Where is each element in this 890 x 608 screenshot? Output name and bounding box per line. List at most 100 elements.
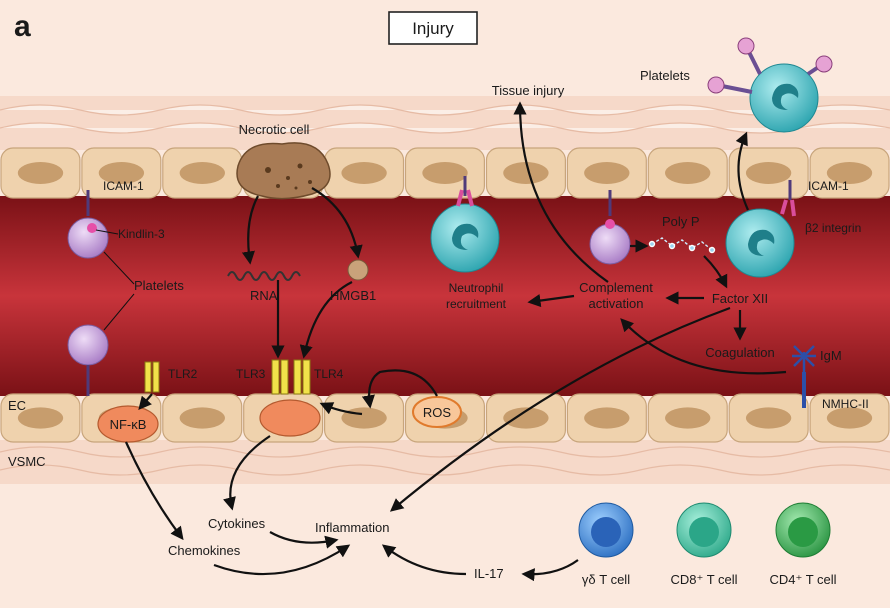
neutrophil-recruited — [430, 176, 500, 273]
arrow-polyp-factorxii — [703, 255, 728, 289]
endothelial-bottom-nucleus — [341, 407, 387, 429]
kindlin3-label: Kindlin-3 — [118, 227, 165, 241]
platelet-left-bottom — [67, 324, 109, 396]
endothelial-bottom-nucleus — [826, 407, 873, 429]
ros-bubble — [412, 396, 462, 428]
neutrophil-adherent — [725, 180, 796, 278]
arrow-igm-complement — [620, 318, 787, 375]
tlr3-label: TLR3 — [236, 367, 266, 381]
necrotic-debris — [265, 163, 312, 190]
gd-tcell-label: γδ T cell — [582, 572, 630, 587]
kindlin3-pointer — [95, 229, 119, 235]
poly-p-chain — [648, 237, 716, 254]
hmgb1-molecule — [347, 259, 369, 281]
platelet-polyp — [589, 190, 631, 265]
endothelial-bottom-nucleus — [584, 407, 630, 429]
platelets-pointer-top — [103, 251, 135, 285]
platelet-neutrophil-aggregate — [707, 37, 833, 133]
inflammation-label: Inflammation — [315, 520, 389, 535]
panel-label: a — [14, 10, 31, 43]
complement-label-2: activation — [589, 296, 644, 311]
gd-tcell — [578, 502, 634, 558]
tlr2-label: TLR2 — [168, 367, 198, 381]
neutrophil-label-1: Neutrophil — [449, 281, 504, 295]
neutrophil-label-2: recruitment — [446, 297, 507, 311]
tlr4-receptor — [293, 359, 311, 395]
endothelial-top-nucleus — [98, 162, 145, 184]
il17-label: IL-17 — [474, 566, 504, 581]
platelet-left-top — [67, 190, 109, 259]
endothelial-top-nucleus — [826, 162, 873, 184]
igm-antibody — [792, 345, 816, 372]
endothelial-top-nucleus — [665, 162, 711, 184]
endothelial-top-nucleus — [503, 162, 549, 184]
endothelial-bottom-nucleus — [179, 407, 225, 429]
tlr2-receptor — [144, 361, 160, 393]
arrow-necrotic-rna — [241, 195, 259, 265]
necrotic-cell — [236, 142, 331, 200]
endothelial-bottom-nucleus — [503, 407, 549, 429]
pathway-arrows — [124, 101, 787, 582]
igm-label: IgM — [820, 348, 842, 363]
cd8-tcell — [676, 502, 732, 558]
cytokines-label: Cytokines — [208, 516, 266, 531]
arrow-complement-tissue-injury — [513, 101, 609, 283]
rna-strand — [227, 271, 301, 281]
endothelial-top-nucleus — [584, 162, 630, 184]
factor-xii-label: Factor XII — [712, 291, 768, 306]
nmhc-label: NMHC-II — [822, 397, 869, 411]
endothelial-bottom-nucleus — [665, 407, 711, 429]
nfkb-cell — [97, 405, 159, 443]
arrow-neutrophil-aggregate — [735, 131, 750, 211]
platelets-left-label: Platelets — [134, 278, 184, 293]
icam1-right-label: ICAM-1 — [808, 179, 849, 193]
endothelial-top-nucleus — [341, 162, 387, 184]
tissue-injury-label: Tissue injury — [492, 83, 565, 98]
arrow-ros-loop — [361, 369, 438, 409]
arrow-chemokines-inflammation — [213, 544, 351, 576]
rna-label: RNA — [250, 288, 278, 303]
arrow-necrotic-hmgb1 — [311, 187, 363, 259]
coagulation-label: Coagulation — [705, 345, 774, 360]
arrow-factorxii-inflammation — [389, 306, 731, 512]
complement-label-1: Complement — [579, 280, 653, 295]
endothelial-top-nucleus — [745, 162, 792, 184]
arrow-gdtcell-il17 — [521, 559, 579, 582]
platelets-pointer-bottom — [103, 293, 135, 331]
arrow-ros-tlr — [319, 402, 363, 416]
upper-vsmc-cells — [0, 104, 890, 134]
icam1-left-label: ICAM-1 — [103, 179, 144, 193]
cd4-tcell — [775, 502, 831, 558]
endothelial-bottom-nucleus — [745, 407, 792, 429]
title-box — [388, 11, 478, 45]
endothelial-bottom-nucleus — [17, 407, 64, 429]
arrow-il17-inflammation — [381, 544, 467, 576]
title: Injury — [412, 19, 454, 38]
arrow-cytokines-inflammation — [269, 531, 339, 549]
tlr-target-cell — [259, 399, 321, 437]
poly-p-label: Poly P — [662, 214, 700, 229]
lower-vsmc-cells — [0, 446, 890, 476]
chemokines-label: Chemokines — [168, 543, 241, 558]
ros-label: ROS — [423, 405, 452, 420]
arrow-complement-neutrophil — [527, 294, 575, 308]
tlr4-label: TLR4 — [314, 367, 344, 381]
endothelial-top-nucleus — [17, 162, 64, 184]
necrotic-cell-label: Necrotic cell — [239, 122, 310, 137]
cd8-tcell-label: CD8⁺ T cell — [670, 572, 737, 587]
nfkb-label: NF-κB — [110, 417, 147, 432]
vsmc-label: VSMC — [8, 454, 46, 469]
arrow-tlr2-nfkb — [138, 393, 153, 411]
arrow-hmgb1-tlr4 — [299, 281, 353, 359]
arrow-tlr-cytokines — [223, 435, 271, 511]
hmgb1-label: HMGB1 — [330, 288, 376, 303]
cd4-tcell-label: CD4⁺ T cell — [769, 572, 836, 587]
b2-integrin-label: β2 integrin — [805, 221, 861, 235]
ec-label: EC — [8, 398, 26, 413]
arrow-nfkb-chemokines — [124, 441, 184, 541]
endothelial-top-nucleus — [422, 162, 468, 184]
lower-vsmc-layer — [0, 440, 890, 484]
platelets-top-label: Platelets — [640, 68, 690, 83]
tlr3-receptor — [271, 359, 289, 395]
